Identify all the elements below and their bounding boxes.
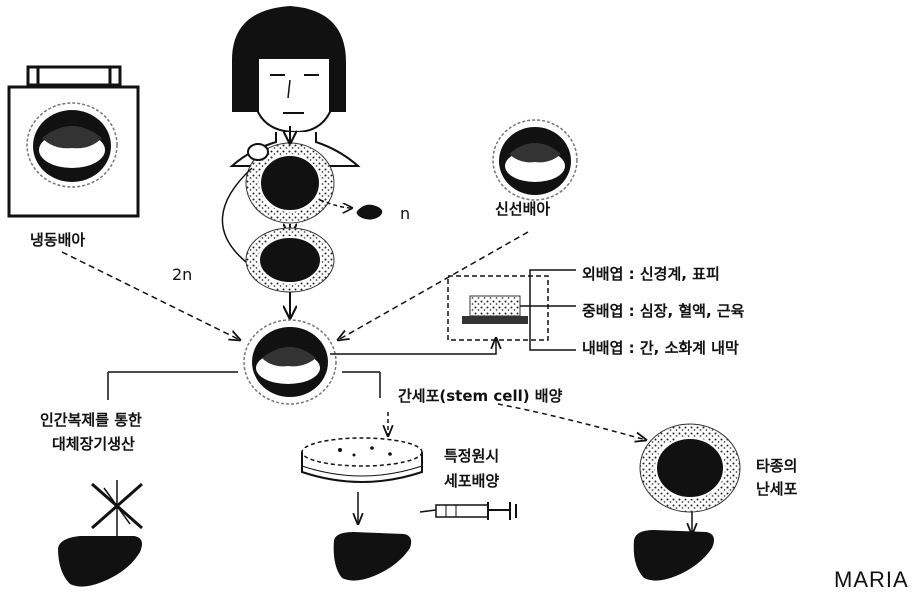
haploid-label: n <box>400 204 410 223</box>
specific-cell-label-line2: 세포배양 <box>444 470 499 491</box>
egg-cell-icon <box>246 126 334 223</box>
haploid-cell <box>320 200 382 220</box>
specific-cell-label-line1: 특정원시 <box>444 445 499 466</box>
mesoderm-label: 중배엽 : 심장, 혈액, 근육 <box>582 300 745 321</box>
endoderm-label: 내배엽 : 간, 소화계 내막 <box>582 337 739 358</box>
liver-icon <box>334 532 411 581</box>
liver-icon <box>58 536 142 587</box>
human-cloning-label-line2: 대체장기생산 <box>52 433 135 454</box>
woman-face-icon <box>232 6 358 166</box>
diploid-label: 2n <box>172 265 192 284</box>
fresh-embryo-label: 신선배아 <box>495 198 550 219</box>
ectoderm-label: 외배엽 : 신경계, 표피 <box>582 263 720 284</box>
stem-cell-culture-label: 간세포(stem cell) 배양 <box>398 385 562 406</box>
human-cloning-label-line1: 인간복제를 통한 <box>40 409 142 430</box>
embryo-icon <box>244 320 336 404</box>
cross-mark-icon <box>92 480 142 536</box>
embryo-icon <box>493 120 577 200</box>
petri-dish-icon <box>302 438 422 524</box>
other-species-label-line1: 타종의 <box>756 455 797 476</box>
frozen-embryo-label: 냉동배아 <box>30 229 85 250</box>
syringe-icon <box>420 502 516 520</box>
freezer-icon <box>9 67 138 216</box>
brand-watermark: MARIA <box>834 567 909 593</box>
germ-layer-diagram <box>448 270 576 350</box>
egg-cell-icon <box>640 424 740 534</box>
liver-icon <box>634 530 714 581</box>
other-species-label-line2: 난세포 <box>756 478 797 499</box>
